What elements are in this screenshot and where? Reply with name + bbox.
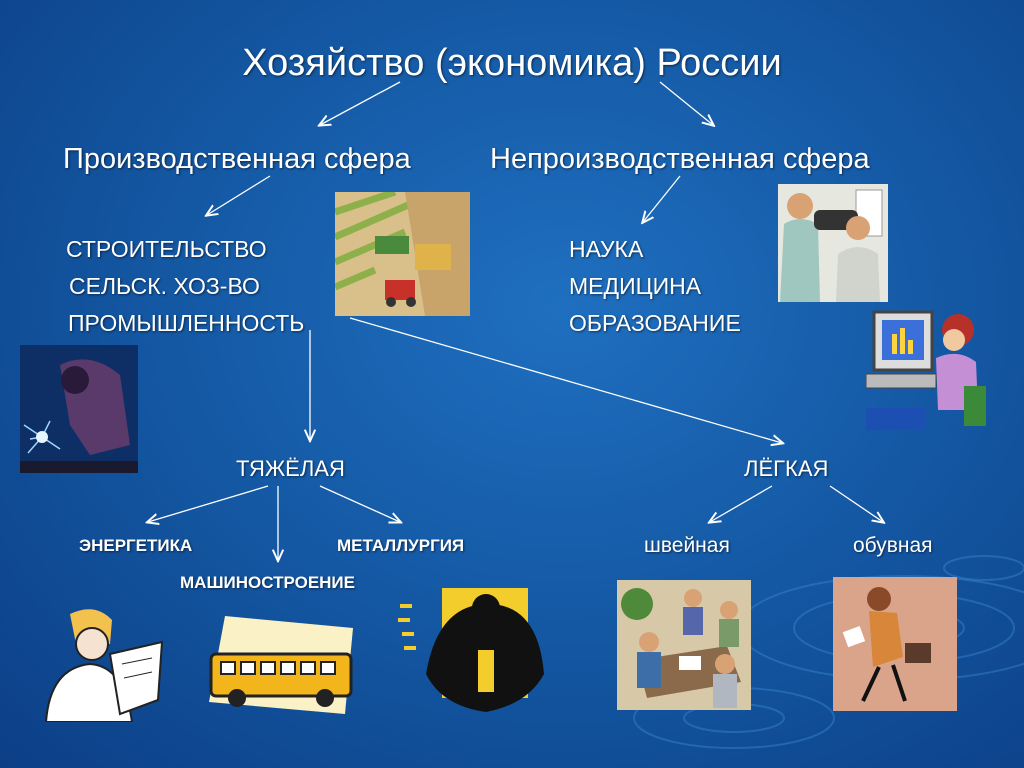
arrow-industry-light xyxy=(349,317,782,443)
arrow-light-sewing xyxy=(710,485,773,522)
arrow-heavy-energy xyxy=(148,485,269,522)
arrow-heavy-metal xyxy=(319,485,400,522)
engineer-blueprint-clipart xyxy=(44,609,164,722)
meeting-clipart xyxy=(617,580,751,710)
nonproduction-sphere-label: Непроизводственная сфера xyxy=(490,143,870,175)
arrow-title-nonproduction xyxy=(659,81,713,125)
arrow-light-shoes xyxy=(829,485,883,522)
item-education: ОБРАЗОВАНИЕ xyxy=(569,310,741,336)
farm-field-clipart xyxy=(335,192,470,316)
arrow-title-production xyxy=(320,81,401,125)
welder-clipart xyxy=(20,345,138,473)
metallurgy-clipart xyxy=(398,588,544,712)
heavy-industry-label: ТЯЖЁЛАЯ xyxy=(236,456,345,481)
arrow-nonproduction-items xyxy=(643,175,681,222)
school-bus-clipart xyxy=(209,616,353,714)
branch-machine-building: МАШИНОСТРОЕНИЕ xyxy=(180,573,355,592)
branch-energy: ЭНЕРГЕТИКА xyxy=(79,536,193,555)
production-sphere-label: Производственная сфера xyxy=(63,143,411,175)
item-construction: СТРОИТЕЛЬСТВО xyxy=(66,236,267,262)
light-industry-label: ЛЁГКАЯ xyxy=(744,456,829,481)
branch-metallurgy: МЕТАЛЛУРГИЯ xyxy=(337,536,465,555)
optometrist-clipart xyxy=(778,184,888,302)
page-title: Хозяйство (экономика) России xyxy=(242,42,782,84)
arrow-production-items xyxy=(207,175,271,215)
businesswoman-clipart xyxy=(833,577,957,711)
item-agriculture: СЕЛЬСК. ХОЗ-ВО xyxy=(69,273,260,299)
branch-sewing: швейная xyxy=(644,534,730,557)
item-science: НАУКА xyxy=(569,236,644,262)
item-industry: ПРОМЫШЛЕННОСТЬ xyxy=(68,310,305,336)
item-medicine: МЕДИЦИНА xyxy=(569,273,702,299)
office-worker-computer-clipart xyxy=(866,310,986,430)
branch-shoes: обувная xyxy=(853,534,933,557)
